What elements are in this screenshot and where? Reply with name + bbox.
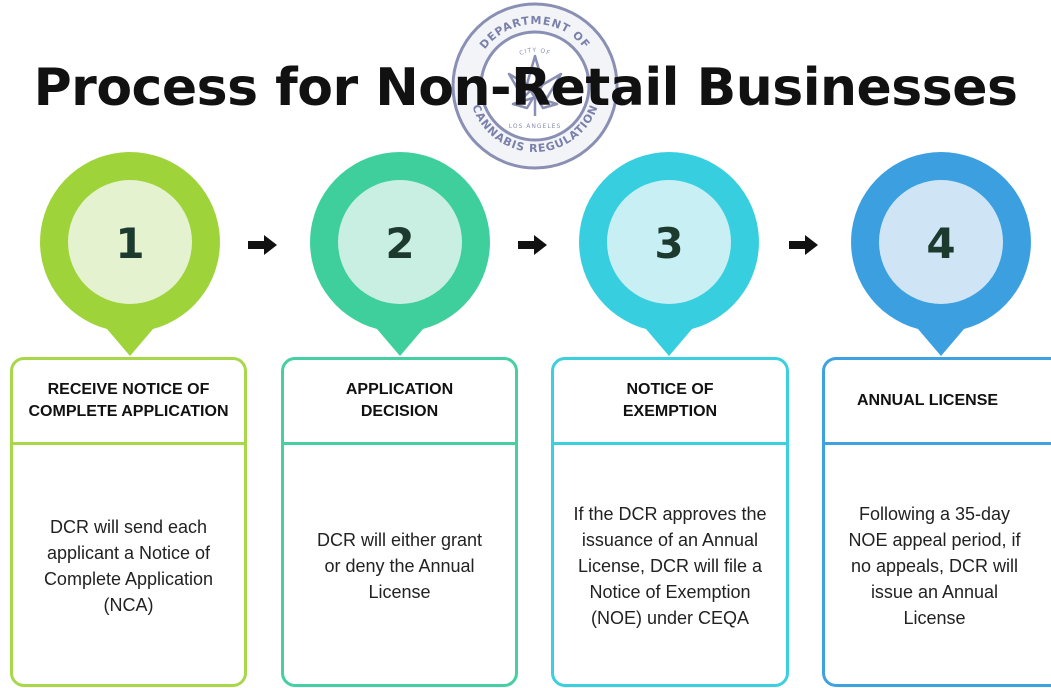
dcr-seal-logo: DEPARTMENT OF CANNABIS REGULATION CITY O… [451, 2, 619, 170]
step-4-heading: ANNUAL LICENSE [825, 360, 1051, 445]
cannabis-leaf-icon [507, 54, 563, 116]
step-2-heading: APPLICATION DECISION [284, 360, 515, 445]
svg-text:CITY OF: CITY OF [518, 47, 551, 57]
step-1-heading: RECEIVE NOTICE OF COMPLETE APPLICATION [13, 360, 244, 445]
step-1-description: DCR will send each applicant a Notice of… [43, 516, 214, 616]
step-4-pin: 4 [851, 152, 1031, 356]
pin-inner [68, 180, 192, 304]
step-4-card: ANNUAL LICENSE Following a 35-day NOE ap… [822, 357, 1051, 687]
pin-inner [607, 180, 731, 304]
step-3-heading: NOTICE OF EXEMPTION [554, 360, 786, 445]
arrow-right-icon [518, 235, 547, 255]
step-1-number: 1 [115, 219, 144, 268]
arrow-right-icon [789, 235, 818, 255]
step-1-card: RECEIVE NOTICE OF COMPLETE APPLICATION D… [10, 357, 247, 687]
seal-inner-top-text: CITY OF [518, 47, 550, 57]
step-2-pin: 2 [310, 152, 490, 356]
step-3-number: 3 [654, 219, 683, 268]
step-3-card: NOTICE OF EXEMPTION If the DCR approves … [551, 357, 789, 687]
pin-inner [338, 180, 462, 304]
arrow-right-icon [248, 235, 277, 255]
step-2-description: DCR will either grant or deny the Annual… [316, 529, 483, 603]
step-3-pin: 3 [579, 152, 759, 356]
seal-inner-bottom-text: LOS ANGELES [509, 123, 562, 130]
step-2-card: APPLICATION DECISION DCR will either gra… [281, 357, 518, 687]
step-4-description: Following a 35-day NOE appeal period, if… [848, 503, 1021, 629]
pin-inner [879, 180, 1003, 304]
step-2-number: 2 [385, 219, 414, 268]
step-1-pin: 1 [40, 152, 220, 356]
page-title: Process for Non-Retail Businesses [33, 58, 1018, 118]
step-3-description: If the DCR approves the issuance of an A… [573, 503, 767, 629]
step-4-number: 4 [926, 219, 955, 268]
